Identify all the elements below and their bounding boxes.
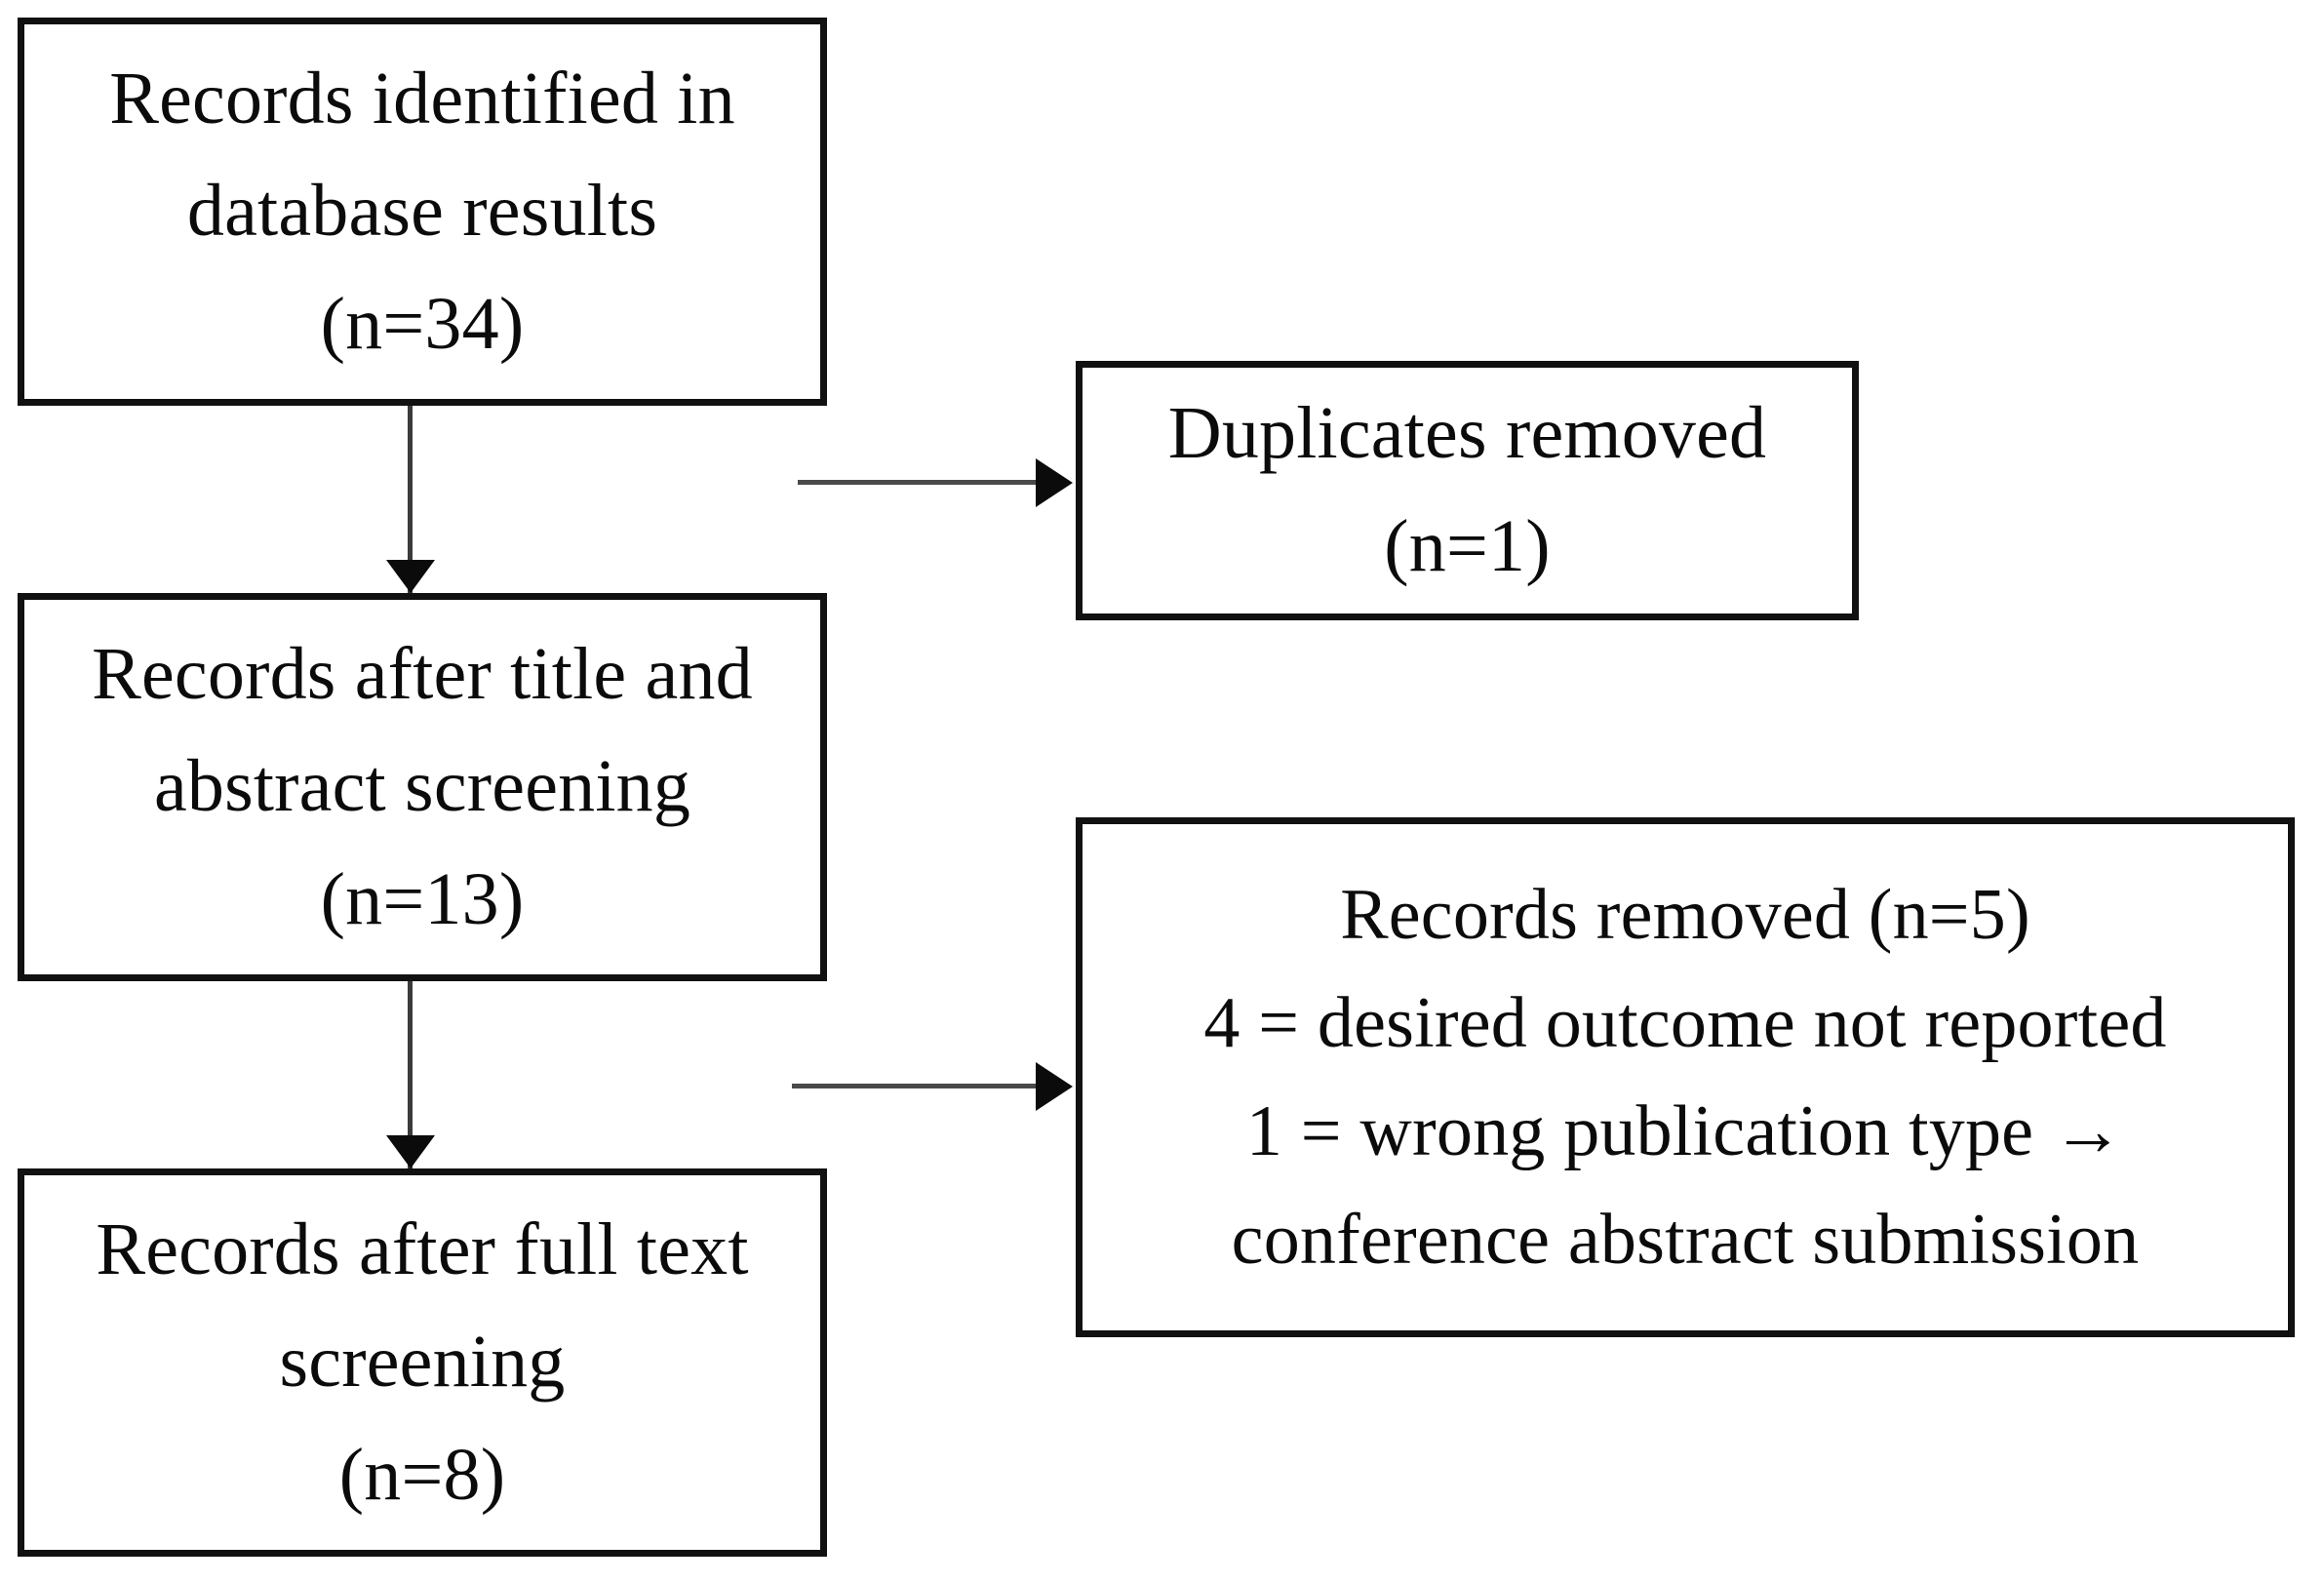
node-title-abstract-line-2: abstract screening (153, 745, 691, 828)
node-records-removed: Records removed (n=5) 4 = desired outcom… (1076, 817, 2295, 1337)
node-full-text-line-1: Records after full text (96, 1207, 749, 1290)
node-records-after-title-abstract-screening: Records after title and abstract screeni… (18, 593, 827, 981)
node-full-text-line-2: screening (279, 1321, 566, 1404)
arrow-down-icon (386, 1135, 435, 1168)
node-records-identified-line-3: (n=34) (320, 282, 525, 365)
arrow-title-abstract-to-full-text-shaft (408, 981, 413, 1168)
arrow-title-abstract-to-removed-shaft (792, 1084, 1059, 1088)
node-duplicates-removed-line-2: (n=1) (1384, 505, 1551, 587)
node-records-removed-line-2: 4 = desired outcome not reported (1203, 982, 2167, 1063)
arrow-identified-to-duplicates-shaft (798, 480, 1059, 485)
node-records-identified-line-1: Records identified in (109, 57, 735, 139)
node-records-identified: Records identified in database results (… (18, 18, 827, 406)
node-records-after-full-text-screening: Records after full text screening (n=8) (18, 1168, 827, 1557)
arrow-identified-to-title-abstract-shaft (408, 406, 413, 593)
node-duplicates-removed-line-1: Duplicates removed (1167, 392, 1767, 475)
node-records-removed-line-1: Records removed (n=5) (1340, 874, 2030, 955)
node-full-text-line-3: (n=8) (338, 1433, 506, 1516)
node-title-abstract-line-3: (n=13) (320, 857, 525, 940)
arrow-right-icon (1036, 1062, 1073, 1111)
node-records-removed-line-4: conference abstract submission (1231, 1199, 2140, 1280)
node-duplicates-removed: Duplicates removed (n=1) (1076, 361, 1859, 620)
node-records-removed-line-3: 1 = wrong publication type → (1245, 1090, 2125, 1171)
arrow-down-icon (386, 560, 435, 593)
arrow-right-icon (1036, 458, 1073, 507)
node-records-identified-line-2: database results (186, 170, 658, 253)
node-title-abstract-line-1: Records after title and (92, 632, 753, 715)
